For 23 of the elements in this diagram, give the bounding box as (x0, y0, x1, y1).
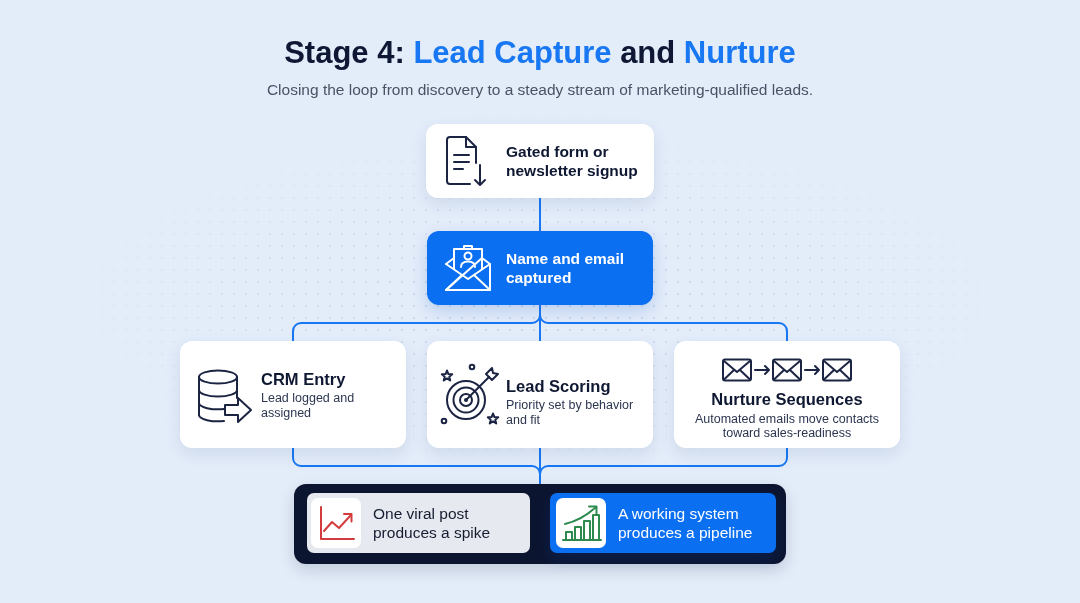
step-label: Gated form or newsletter signup (506, 141, 639, 181)
step-description: Automated emails move contacts toward sales-readiness (693, 411, 881, 441)
step-title: CRM Entry (261, 368, 346, 390)
step-card (674, 341, 900, 448)
step-card (426, 124, 654, 198)
step-description: Lead logged and assigned (261, 391, 356, 421)
step-card (427, 231, 653, 305)
step-label: A working system produces a pipeline (618, 503, 754, 543)
comparison-panel (294, 484, 786, 564)
comparison-card (550, 493, 776, 553)
connector-line (539, 447, 788, 485)
step-label: One viral post produces a spike (373, 503, 492, 543)
step-title: Lead Scoring (506, 375, 611, 397)
step-label: Name and email captured (506, 248, 626, 288)
connector-line (539, 197, 541, 232)
diagram-title: Stage 4: Lead Capture and Nurture (284, 35, 796, 70)
comparison-card (307, 493, 530, 553)
step-card (427, 341, 653, 448)
step-title: Nurture Sequences (711, 389, 863, 410)
connector-line (539, 304, 788, 342)
step-card (180, 341, 406, 448)
step-description: Priority set by behavior and fit (506, 398, 635, 428)
subtitle: Closing the loop from discovery to a steady stream of marketing-qualified leads. (266, 81, 814, 98)
